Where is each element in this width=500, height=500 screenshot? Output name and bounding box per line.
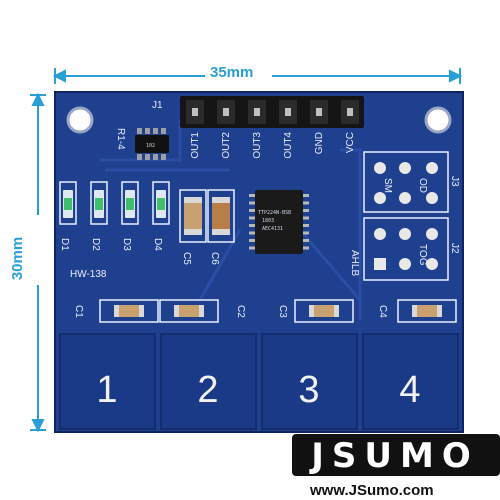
header-pin-metal bbox=[316, 108, 322, 116]
pad-cap-label: C4 bbox=[377, 305, 388, 318]
pad-capacitor-3 bbox=[294, 299, 354, 323]
touch-pad-3[interactable]: 3 bbox=[261, 333, 358, 430]
jumper-block-j2 bbox=[363, 217, 449, 281]
jsumo-logo: JSUMO bbox=[292, 434, 500, 476]
pin-header bbox=[180, 96, 364, 128]
capacitor-c5 bbox=[179, 189, 207, 243]
led-label: D3 bbox=[121, 238, 132, 251]
jumper-label-sm: SM bbox=[382, 178, 393, 193]
led-d2 bbox=[90, 181, 108, 225]
resistor-array bbox=[135, 128, 169, 160]
header-pin-label: OUT1 bbox=[190, 132, 201, 159]
touch-pad-number: 1 bbox=[96, 369, 117, 411]
jsumo-logo-text: JSUMO bbox=[311, 436, 479, 476]
header-pin-label: OUT3 bbox=[252, 132, 263, 159]
cap-label-c6: C6 bbox=[209, 252, 220, 265]
height-dimension-arrow bbox=[30, 92, 46, 433]
touch-sensor-ic bbox=[249, 190, 309, 254]
jumper-label-ahlb: AHLB bbox=[349, 250, 360, 276]
board-name: HW-138 bbox=[70, 269, 107, 280]
led-label: D2 bbox=[90, 238, 101, 251]
header-pin-metal bbox=[254, 108, 260, 116]
pad-cap-label: C3 bbox=[277, 305, 288, 318]
jumper-label-od: OD bbox=[417, 178, 428, 193]
led-d1 bbox=[59, 181, 77, 225]
pad-capacitor-1 bbox=[99, 299, 159, 323]
touch-pad-1[interactable]: 1 bbox=[59, 333, 156, 430]
header-pin-label: GND bbox=[314, 132, 325, 154]
brand-url[interactable]: www.JSumo.com bbox=[310, 482, 434, 499]
pad-capacitor-2 bbox=[159, 299, 219, 323]
led-label: D1 bbox=[59, 238, 70, 251]
touch-pad-number: 3 bbox=[298, 369, 319, 411]
mounting-hole bbox=[424, 106, 452, 134]
width-dimension-arrow bbox=[52, 68, 463, 84]
led-d3 bbox=[121, 181, 139, 225]
touch-pad-number: 2 bbox=[197, 369, 218, 411]
header-pin-metal bbox=[285, 108, 291, 116]
width-dimension-label: 35mm bbox=[210, 64, 254, 81]
resistor-code: 102 bbox=[146, 143, 155, 149]
pad-capacitor-4 bbox=[397, 299, 457, 323]
header-pin-metal bbox=[223, 108, 229, 116]
jumper-ref-j2: J2 bbox=[449, 243, 460, 254]
header-pin-metal bbox=[347, 108, 353, 116]
pad-cap-label: C1 bbox=[73, 305, 84, 318]
header-ref-label: J1 bbox=[152, 100, 163, 111]
ic-text-line-3: AEC4131 bbox=[262, 226, 283, 232]
touch-pad-4[interactable]: 4 bbox=[362, 333, 459, 430]
ic-text-line-2: 1803 bbox=[262, 218, 274, 224]
touch-pad-2[interactable]: 2 bbox=[160, 333, 257, 430]
pad-cap-label: C2 bbox=[235, 305, 246, 318]
touch-pad-number: 4 bbox=[399, 369, 420, 411]
mounting-hole bbox=[66, 106, 94, 134]
jumper-label-tog: TOG bbox=[417, 244, 428, 266]
jumper-block-j3 bbox=[363, 151, 449, 213]
jumper-ref-j3: J3 bbox=[449, 176, 460, 187]
capacitor-c6 bbox=[207, 189, 235, 243]
header-pin-label: OUT2 bbox=[221, 132, 232, 159]
led-d4 bbox=[152, 181, 170, 225]
ic-text-line-1: TTP224N-BSB bbox=[258, 210, 291, 216]
header-pin-label: OUT4 bbox=[283, 132, 294, 159]
led-label: D4 bbox=[152, 238, 163, 251]
header-pin-label: VCC bbox=[345, 132, 356, 153]
header-pin-metal bbox=[192, 108, 198, 116]
pcb-traces bbox=[100, 120, 362, 320]
resistor-ref-label: R1-4 bbox=[115, 128, 126, 150]
cap-label-c5: C5 bbox=[181, 252, 192, 265]
